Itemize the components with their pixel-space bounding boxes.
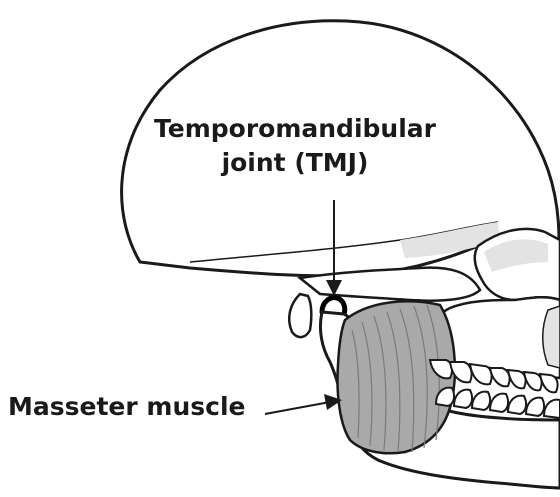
tmj-label-line2: joint (TMJ) [120, 146, 470, 180]
mastoid-process [289, 294, 311, 337]
masseter-label: Masseter muscle [8, 390, 245, 424]
tmj-label-line1: Temporomandibular [120, 112, 470, 146]
nasal-cavity [543, 306, 560, 368]
tmj-label: Temporomandibular joint (TMJ) [120, 112, 470, 180]
masseter-arrow-line [265, 402, 330, 414]
